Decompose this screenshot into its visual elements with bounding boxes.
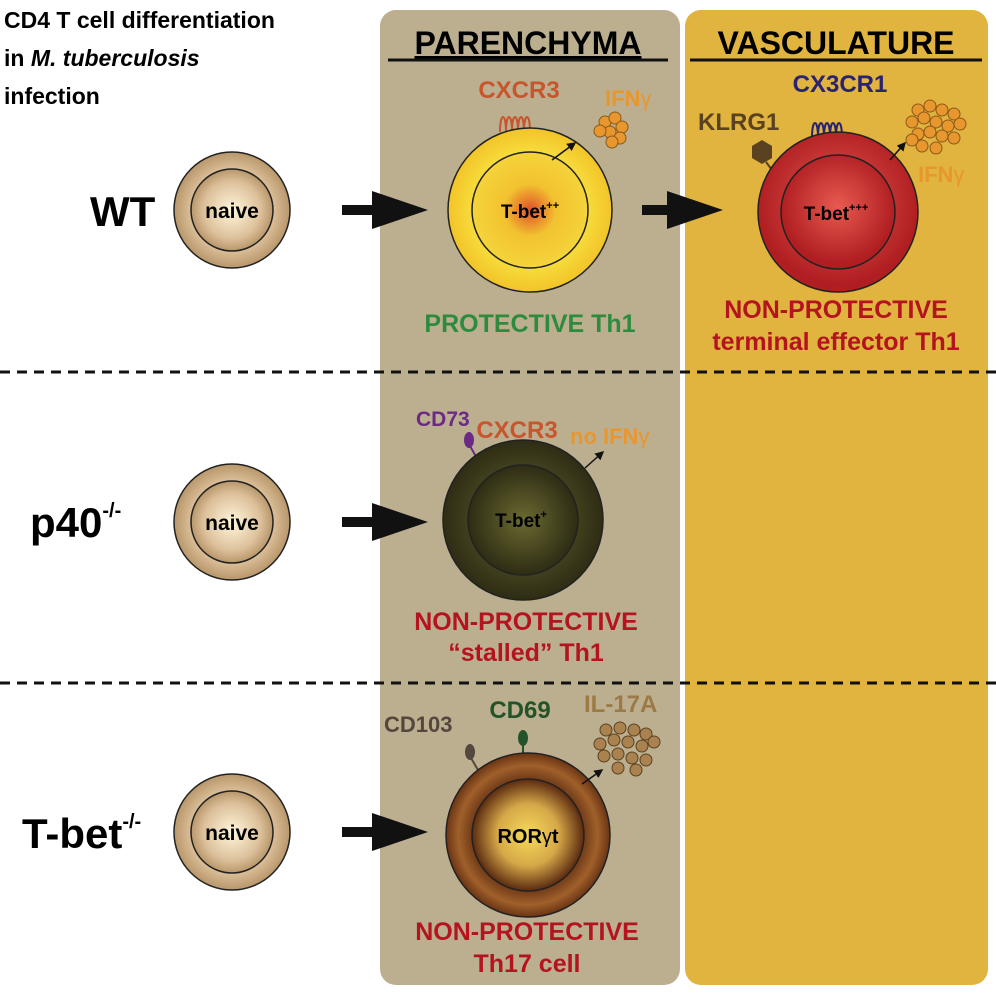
outcome-label: Th17 cell: [474, 950, 581, 978]
ifng-label: IFNγ: [918, 162, 964, 187]
svg-text:IL-17A: IL-17A: [584, 691, 657, 718]
cd69-icon: [518, 730, 528, 746]
th17-cell: CD103 CD69 IL-17A RORγt NON-PROTECTIVE T…: [384, 691, 661, 978]
cd103-icon: [465, 744, 475, 760]
ifng-cluster-icon: [593, 111, 629, 149]
naive-cell-tbet: naive: [173, 773, 291, 891]
outcome-label: NON-PROTECTIVE: [415, 918, 639, 946]
column-header-parenchyma: PARENCHYMA: [415, 25, 642, 61]
row-label-p40: p40-/-: [30, 499, 121, 546]
title-line2: in M. tuberculosis: [4, 45, 200, 71]
title-line1: CD4 T cell differentiation: [4, 7, 275, 33]
cd73-icon: [464, 432, 474, 448]
outcome-label: NON-PROTECTIVE: [414, 608, 638, 636]
arrow-icon: [342, 503, 428, 541]
stalled-th1-cell: CXCR3 CD73 no IFNγ T-bet+ NON-PROTECTIVE…: [414, 408, 649, 667]
outcome-label: terminal effector Th1: [712, 328, 959, 356]
column-header-vasculature: VASCULATURE: [717, 25, 954, 61]
svg-text:RORγt: RORγt: [497, 826, 558, 848]
ifng-label: IFNγ: [605, 86, 651, 111]
arrow-icon: [642, 191, 723, 229]
svg-text:KLRG1: KLRG1: [698, 109, 779, 136]
svg-text:naive: naive: [205, 200, 259, 223]
row-label-wt: WT: [90, 188, 156, 235]
outcome-label: NON-PROTECTIVE: [724, 296, 948, 324]
cxcr3-receptor-icon: [499, 116, 531, 144]
outcome-label: “stalled” Th1: [448, 639, 604, 667]
klrg1-icon: [752, 140, 772, 164]
svg-text:CD69: CD69: [489, 697, 550, 724]
ifng-label: no IFNγ: [570, 424, 649, 449]
naive-cell-p40: naive: [173, 463, 291, 581]
ifng-cluster-icon: [905, 99, 967, 155]
arrow-icon: [342, 813, 428, 851]
svg-text:T-bet+: T-bet+: [495, 509, 547, 532]
arrow-icon: [342, 191, 428, 229]
naive-cell-wt: naive: [173, 151, 291, 269]
differentiation-arrows: [342, 191, 723, 851]
row-label-tbet: T-bet-/-: [22, 810, 141, 857]
title-line3: infection: [4, 83, 100, 109]
il17a-cluster-icon: [593, 721, 661, 777]
svg-text:CD73: CD73: [416, 408, 470, 431]
svg-text:CD103: CD103: [384, 712, 452, 737]
protective-th1-cell: CXCR3 IFNγ T-bet++ PROTECTIVE Th1: [424, 77, 651, 338]
svg-text:naive: naive: [205, 822, 259, 845]
svg-text:T-bet++: T-bet++: [501, 200, 559, 223]
terminal-effector-th1-cell: CX3CR1 KLRG1 IFNγ T-bet+++ NON-PROTECTIV…: [698, 71, 967, 356]
svg-text:CX3CR1: CX3CR1: [793, 71, 888, 98]
svg-text:CXCR3: CXCR3: [478, 77, 559, 104]
vasculature-panel: [685, 10, 988, 985]
svg-text:T-bet+++: T-bet+++: [804, 202, 869, 225]
outcome-label: PROTECTIVE Th1: [424, 310, 635, 338]
svg-text:naive: naive: [205, 512, 259, 535]
